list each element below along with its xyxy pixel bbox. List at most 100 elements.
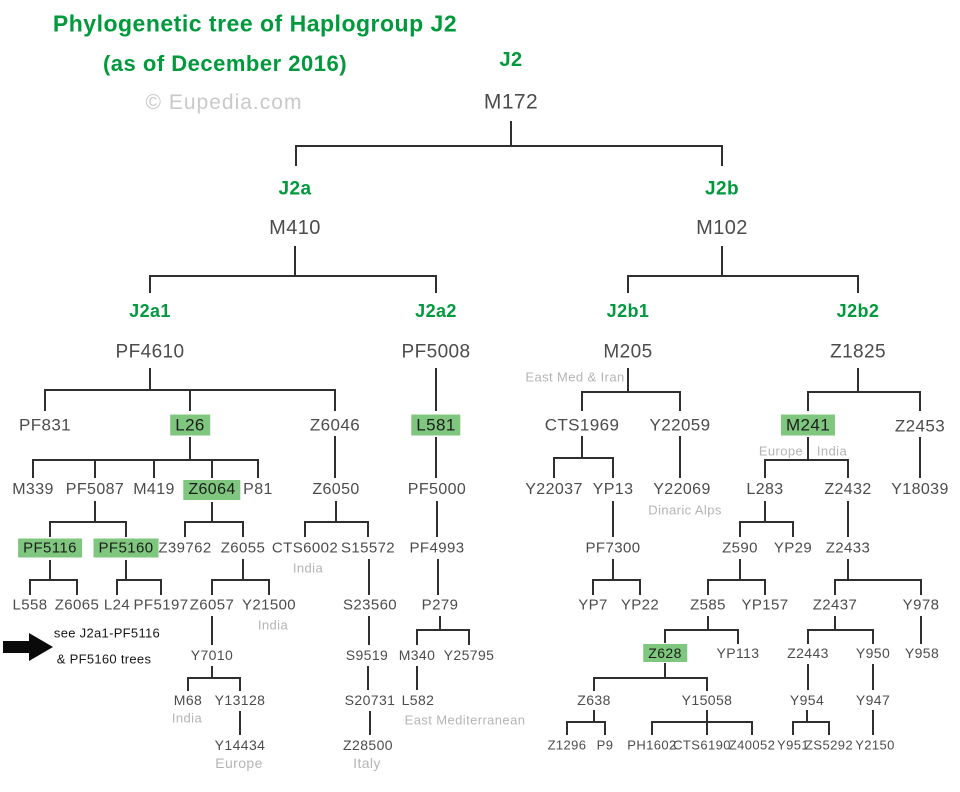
node-l24: L24 <box>103 596 131 614</box>
node-l283: L283 <box>746 481 784 498</box>
node-y951: Y951 <box>777 737 809 753</box>
node-z39762: Z39762 <box>158 539 212 557</box>
page-title: Phylogenetic tree of Haplogroup J2 <box>52 10 458 37</box>
node-m339: M339 <box>12 481 54 498</box>
note-line-2: & PF5160 trees <box>56 651 152 667</box>
node-m419: M419 <box>133 481 175 498</box>
node-y13128: Y13128 <box>214 692 266 708</box>
node-z2433: Z2433 <box>825 539 871 557</box>
node-y958: Y958 <box>904 645 940 661</box>
node-m340: M340 <box>398 647 436 663</box>
node-j2b1: J2b1 <box>606 301 650 321</box>
node-zs5292: ZS5292 <box>805 737 853 753</box>
node-z6057: Z6057 <box>189 596 235 614</box>
node-z6064: Z6064 <box>183 480 241 500</box>
node-z1825: Z1825 <box>830 341 886 363</box>
node-z6050: Z6050 <box>312 481 360 498</box>
node-j2: J2 <box>499 49 523 71</box>
node-z585: Z585 <box>690 596 726 614</box>
node-z6046: Z6046 <box>309 415 361 435</box>
node-z638: Z638 <box>577 692 611 708</box>
node-m172: M172 <box>483 90 539 114</box>
node-pf831: PF831 <box>18 415 72 435</box>
node-s20731: S20731 <box>344 692 396 708</box>
node-m102: M102 <box>696 217 748 239</box>
node-pf5160: PF5160 <box>93 538 159 558</box>
node-l558: L558 <box>12 596 48 614</box>
node-pf5197: PF5197 <box>133 596 189 614</box>
node-pf4610: PF4610 <box>115 341 185 363</box>
node-p81: P81 <box>243 481 273 498</box>
region-label-india: India <box>171 710 203 726</box>
node-m205: M205 <box>603 341 653 363</box>
node-z28500: Z28500 <box>343 737 393 753</box>
node-z2437: Z2437 <box>812 596 858 614</box>
node-z40052: Z40052 <box>728 737 776 753</box>
node-pf5008: PF5008 <box>401 341 471 363</box>
node-y18039: Y18039 <box>891 481 949 498</box>
node-j2a: J2a <box>278 178 312 200</box>
node-yp157: YP157 <box>741 596 789 614</box>
node-pf5000: PF5000 <box>407 481 467 498</box>
node-s9519: S9519 <box>345 647 389 663</box>
node-y22059: Y22059 <box>649 415 711 435</box>
node-p279: P279 <box>421 596 459 614</box>
region-label-italy: Italy <box>353 755 381 771</box>
node-y978: Y978 <box>902 596 940 614</box>
node-j2a2: J2a2 <box>415 301 457 321</box>
node-yp7: YP7 <box>578 596 608 614</box>
region-label-east-mediterranean: East Mediterranean <box>404 712 526 728</box>
node-j2a1: J2a1 <box>129 301 171 321</box>
node-yp113: YP113 <box>716 645 760 661</box>
node-pf5116: PF5116 <box>18 538 82 558</box>
node-j2b: J2b <box>705 178 739 200</box>
node-y947: Y947 <box>855 692 891 708</box>
node-yp29: YP29 <box>773 539 813 557</box>
note-line-1: see J2a1-PF5116 <box>53 625 161 641</box>
node-z2432: Z2432 <box>824 481 872 498</box>
node-y954: Y954 <box>789 692 825 708</box>
node-pf5087: PF5087 <box>65 481 125 498</box>
node-pf7300: PF7300 <box>585 539 641 557</box>
region-label-india: India <box>816 443 848 459</box>
node-cts6002: CTS6002 <box>271 539 339 557</box>
node-y14434: Y14434 <box>214 737 266 753</box>
node-m410: M410 <box>269 217 321 239</box>
region-label-europe: Europe <box>215 755 263 771</box>
region-label-india: India <box>292 560 324 576</box>
node-y950: Y950 <box>855 645 891 661</box>
node-y22069: Y22069 <box>653 481 711 498</box>
node-y2150: Y2150 <box>855 737 895 753</box>
node-z6055: Z6055 <box>220 539 266 557</box>
node-z2443: Z2443 <box>787 645 829 661</box>
node-y15058: Y15058 <box>681 692 733 708</box>
node-y7010: Y7010 <box>190 647 234 663</box>
node-m241: M241 <box>780 414 836 436</box>
region-label-east-med-iran: East Med & Iran <box>525 369 625 385</box>
node-l581: L581 <box>411 414 461 436</box>
node-pf4993: PF4993 <box>409 539 465 557</box>
node-cts6190: CTS6190 <box>673 737 731 753</box>
node-z590: Z590 <box>722 539 758 557</box>
node-m68: M68 <box>173 692 203 708</box>
watermark: © Eupedia.com <box>145 91 303 114</box>
node-s15572: S15572 <box>340 539 396 557</box>
node-z1296: Z1296 <box>547 737 587 753</box>
node-z628: Z628 <box>643 644 687 662</box>
region-label-dinaric-alps: Dinaric Alps <box>648 502 722 518</box>
node-p9: P9 <box>596 737 614 753</box>
node-y22037: Y22037 <box>525 481 583 498</box>
node-l26: L26 <box>170 414 210 436</box>
node-y25795: Y25795 <box>443 647 495 663</box>
node-s23560: S23560 <box>342 596 398 614</box>
node-cts1969: CTS1969 <box>544 415 620 435</box>
node-z6065: Z6065 <box>54 596 100 614</box>
node-y21500: Y21500 <box>241 596 297 614</box>
page-subtitle: (as of December 2016) <box>102 51 348 76</box>
node-yp13: YP13 <box>592 481 634 498</box>
arrow-icon <box>3 633 53 661</box>
node-ph1602: PH1602 <box>627 737 677 753</box>
node-j2b2: J2b2 <box>836 301 880 321</box>
